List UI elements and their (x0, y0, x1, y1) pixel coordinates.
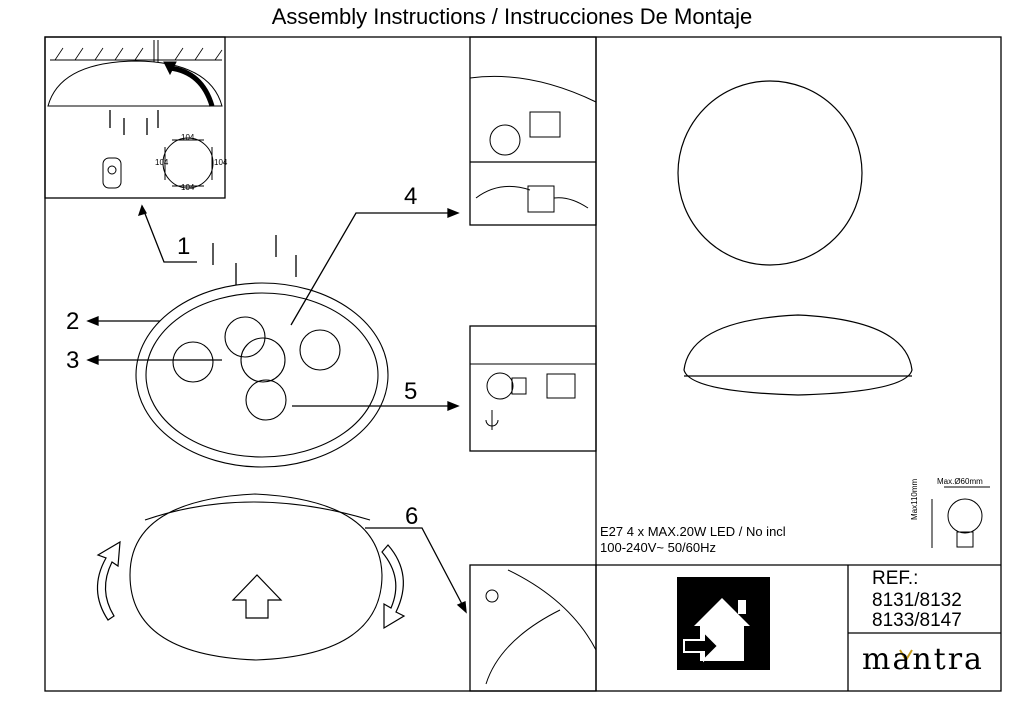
dim-top: 104 (181, 133, 195, 142)
up-arrow-icon (231, 574, 283, 619)
rotate-arrow-icon-right (381, 544, 406, 630)
ceiling-dome-icon (47, 40, 223, 107)
panel-bulb (469, 325, 597, 452)
diffuser-edge (485, 569, 597, 685)
led-bulb-icon (470, 363, 596, 430)
step-label-5: 5 (404, 378, 418, 405)
logo-accent (899, 649, 913, 662)
screw-icon (109, 110, 159, 135)
product-top-view (677, 80, 863, 266)
mount-bracket (162, 137, 214, 189)
bulb-dimensions (931, 486, 990, 548)
step-label-1: 1 (177, 233, 191, 260)
dim-left: 104 (155, 158, 169, 167)
step-leaders (86, 204, 467, 614)
spec-voltage: 100-240V~ 50/60Hz (600, 540, 717, 555)
ref-codes-2: 8133/8147 (872, 610, 962, 631)
spec-power: E27 4 x MAX.20W LED / No incl (600, 524, 786, 539)
fixture-base (135, 282, 389, 468)
step-label-6: 6 (405, 503, 419, 530)
page-title: Assembly Instructions / Instrucciones De… (271, 4, 753, 29)
rotate-arrow-icon (96, 540, 121, 621)
diffuser-dome (129, 493, 383, 661)
panel-wiring (469, 36, 597, 226)
anchor-plugs (212, 235, 297, 285)
brand-logo: mantra (862, 642, 984, 677)
step-label-2: 2 (66, 308, 80, 335)
product-side-view (683, 314, 913, 396)
panel-ceiling-mount (44, 36, 226, 199)
wall-plug-icon (102, 157, 122, 189)
ref-label: REF.: (872, 568, 919, 589)
terminal-block (469, 75, 597, 213)
step-label-4: 4 (404, 183, 418, 210)
bulb-diameter: Max.Ø60mm (937, 477, 983, 486)
ref-codes-1: 8131/8132 (872, 590, 962, 611)
dim-bottom: 104 (181, 183, 195, 192)
bulb-height: Max110mm (910, 478, 919, 520)
panel-diffuser-lock (469, 564, 597, 692)
step-label-3: 3 (66, 347, 80, 374)
indoor-use-icon (677, 577, 770, 670)
dim-right: 104 (214, 158, 228, 167)
